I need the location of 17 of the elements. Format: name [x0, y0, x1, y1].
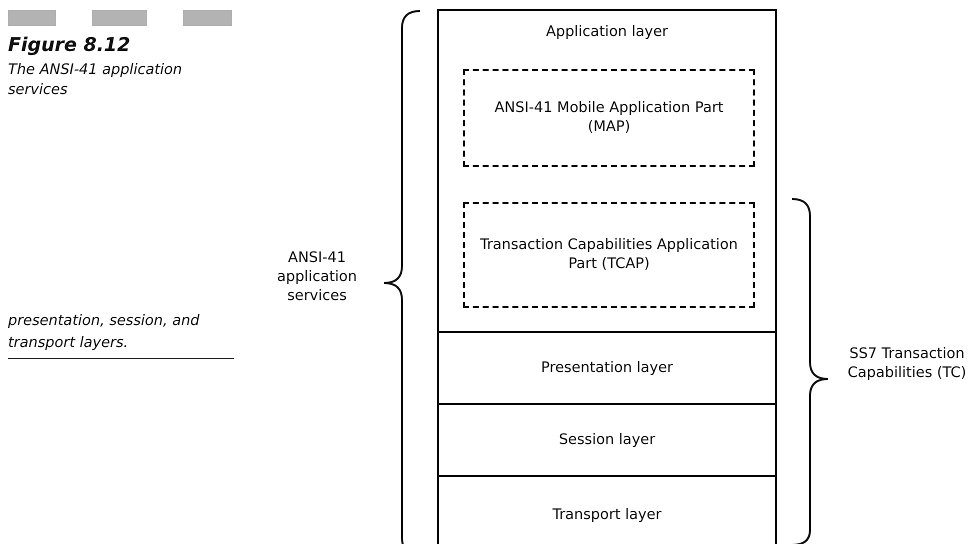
box-label: Application layer [546, 23, 668, 42]
box-label: Session layer [558, 430, 656, 450]
brace-label: SS7 Transaction Capabilities (TC) [846, 345, 968, 383]
layer-box [437, 475, 777, 544]
layer-box [437, 9, 777, 333]
brace-label: ANSI-41 application services [276, 249, 358, 306]
layer-box [437, 331, 777, 405]
layer-box [437, 403, 777, 477]
figure-caption: The ANSI-41 application services [8, 61, 184, 100]
box-label: ANSI-41 Mobile Application Part (MAP) [494, 99, 724, 137]
box-label: Transport layer [552, 506, 662, 524]
figure-title: Figure 8.12 [8, 34, 130, 56]
dashed-box [463, 69, 755, 167]
dashed-box [463, 202, 755, 308]
box-label: Transaction Capabilities Application Part (TCAP) [479, 236, 739, 274]
margin-note: presentation, session, and transport layers. [8, 310, 234, 359]
box-label: Presentation layer [540, 358, 674, 378]
